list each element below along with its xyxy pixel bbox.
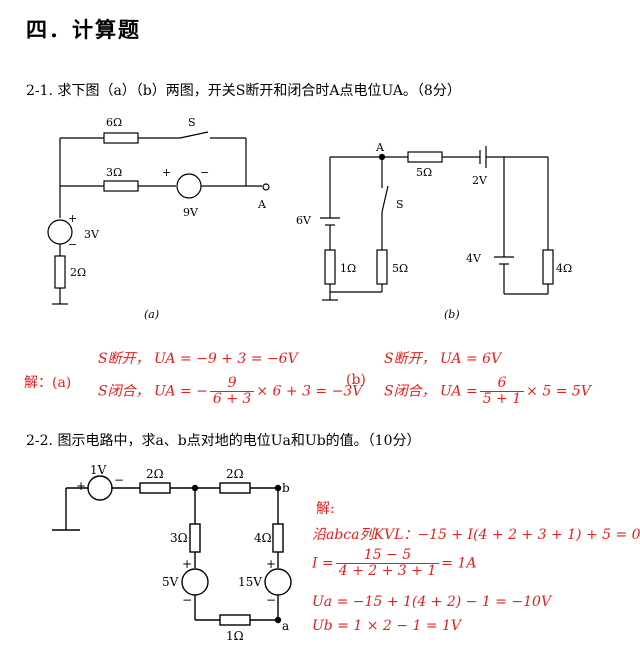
label-plus-3v: + [68,212,77,225]
label-node-a: A [257,198,267,211]
solution-2-kvl: 沿abca列KVL：−15 + I(4 + 2 + 3 + 1) + 5 = 0 [312,527,640,543]
label-plus-1v: + [76,479,86,493]
solution-b-open: S断开， UA = 6V [384,351,502,367]
solution-2-i-den: 4 + 2 + 3 + 1 [338,563,437,579]
label-minus-3v: − [68,238,77,251]
question-2-2: 2-2. 图示电路中，求a、b点对地的电位Ua和Ub的值。（10分） [26,433,421,449]
resistor-5ohm-top [407,151,443,163]
label-plus-15v: + [266,557,276,571]
label-15v: 15V [238,575,262,589]
label-2ohm-left: 2Ω [146,467,164,481]
solution-a-closed-post: × 6 + 3 = −3V [256,383,363,400]
solution-label-b: (b) [346,372,366,388]
label-switch-b: S [396,198,404,211]
source-9v [176,173,202,199]
label-switch-a: S [188,116,196,129]
question-2-1: 2-1. 求下图（a）（b）两图，开关S断开和闭合时A点电位UA。（8分） [26,83,461,99]
label-minus-9v: − [200,166,209,179]
terminal-a [262,183,270,191]
circuit-b [320,146,554,301]
solution-b-den: 5 + 1 [482,391,522,407]
label-6v: 6V [296,214,312,227]
circuit-a [47,131,270,305]
label-b: b [282,481,290,495]
resistor-6ohm [103,132,139,144]
resistor-2ohm-right [219,482,251,494]
solution-2-ub: Ub = 1 × 2 − 1 = 1V [312,618,462,634]
solution-a-closed-pre: S闭合， UA = − [98,383,208,400]
label-5ohm-mid: 5Ω [392,262,408,275]
solution-2-label: 解: [316,501,335,517]
label-5ohm-top: 5Ω [416,166,432,179]
resistor-1ohm [324,249,336,285]
solution-2-i-num: 15 − 5 [335,548,440,564]
solution-2-i-post: = 1A [441,555,477,572]
label-minus-1v: − [114,473,124,487]
solution-a-den: 6 + 3 [212,391,252,407]
source-15v [264,568,292,596]
caption-b: (b) [444,308,460,321]
label-9v: 9V [183,206,199,219]
label-3ohm-2: 3Ω [170,531,188,545]
source-5v [181,568,209,596]
label-1ohm-2: 1Ω [226,629,244,643]
resistor-3ohm [103,180,139,192]
solution-label-a: 解：(a) [24,375,72,391]
label-2ohm: 2Ω [70,266,86,279]
label-1ohm: 1Ω [340,262,356,275]
solution-a-num: 9 [209,376,255,392]
label-6ohm: 6Ω [106,116,122,129]
resistor-5ohm-mid [376,249,388,285]
label-node-a-b: A [375,141,385,154]
solution-b-closed-post: × 5 = 5V [526,383,591,400]
circuit-2-2 [52,475,292,626]
solution-b-num: 6 [479,376,525,392]
label-minus-5v: − [182,593,192,607]
solution-2-ua: Ua = −15 + 1(4 + 2) − 1 = −10V [312,594,552,610]
switch-s-b [381,185,389,213]
solution-a-open: S断开， UA = −9 + 3 = −6V [98,351,298,367]
resistor-3ohm-2 [189,523,201,553]
resistor-4ohm-2 [272,523,284,553]
label-3v: 3V [84,228,100,241]
label-2ohm-right: 2Ω [226,467,244,481]
label-4ohm: 4Ω [556,262,572,275]
label-4ohm-2: 4Ω [254,531,272,545]
label-1v: 1V [90,463,107,477]
label-plus-9v: + [162,166,171,179]
resistor-2ohm [54,255,66,289]
label-5v: 5V [162,575,179,589]
label-plus-5v: + [182,557,192,571]
resistor-2ohm-left [139,482,171,494]
switch-s-a [179,131,209,139]
solution-2-i-pre: I = [312,555,334,572]
label-a: a [282,619,289,633]
section-title: 四．计算题 [26,18,141,42]
label-3ohm: 3Ω [106,166,122,179]
resistor-1ohm-2 [219,614,251,626]
source-1v [87,475,113,501]
caption-a: (a) [144,308,159,321]
resistor-4ohm [542,249,554,285]
solution-b-closed-pre: S闭合， UA = [384,383,478,400]
label-2v: 2V [472,174,488,187]
label-minus-15v: − [266,593,276,607]
label-4v: 4V [466,252,482,265]
